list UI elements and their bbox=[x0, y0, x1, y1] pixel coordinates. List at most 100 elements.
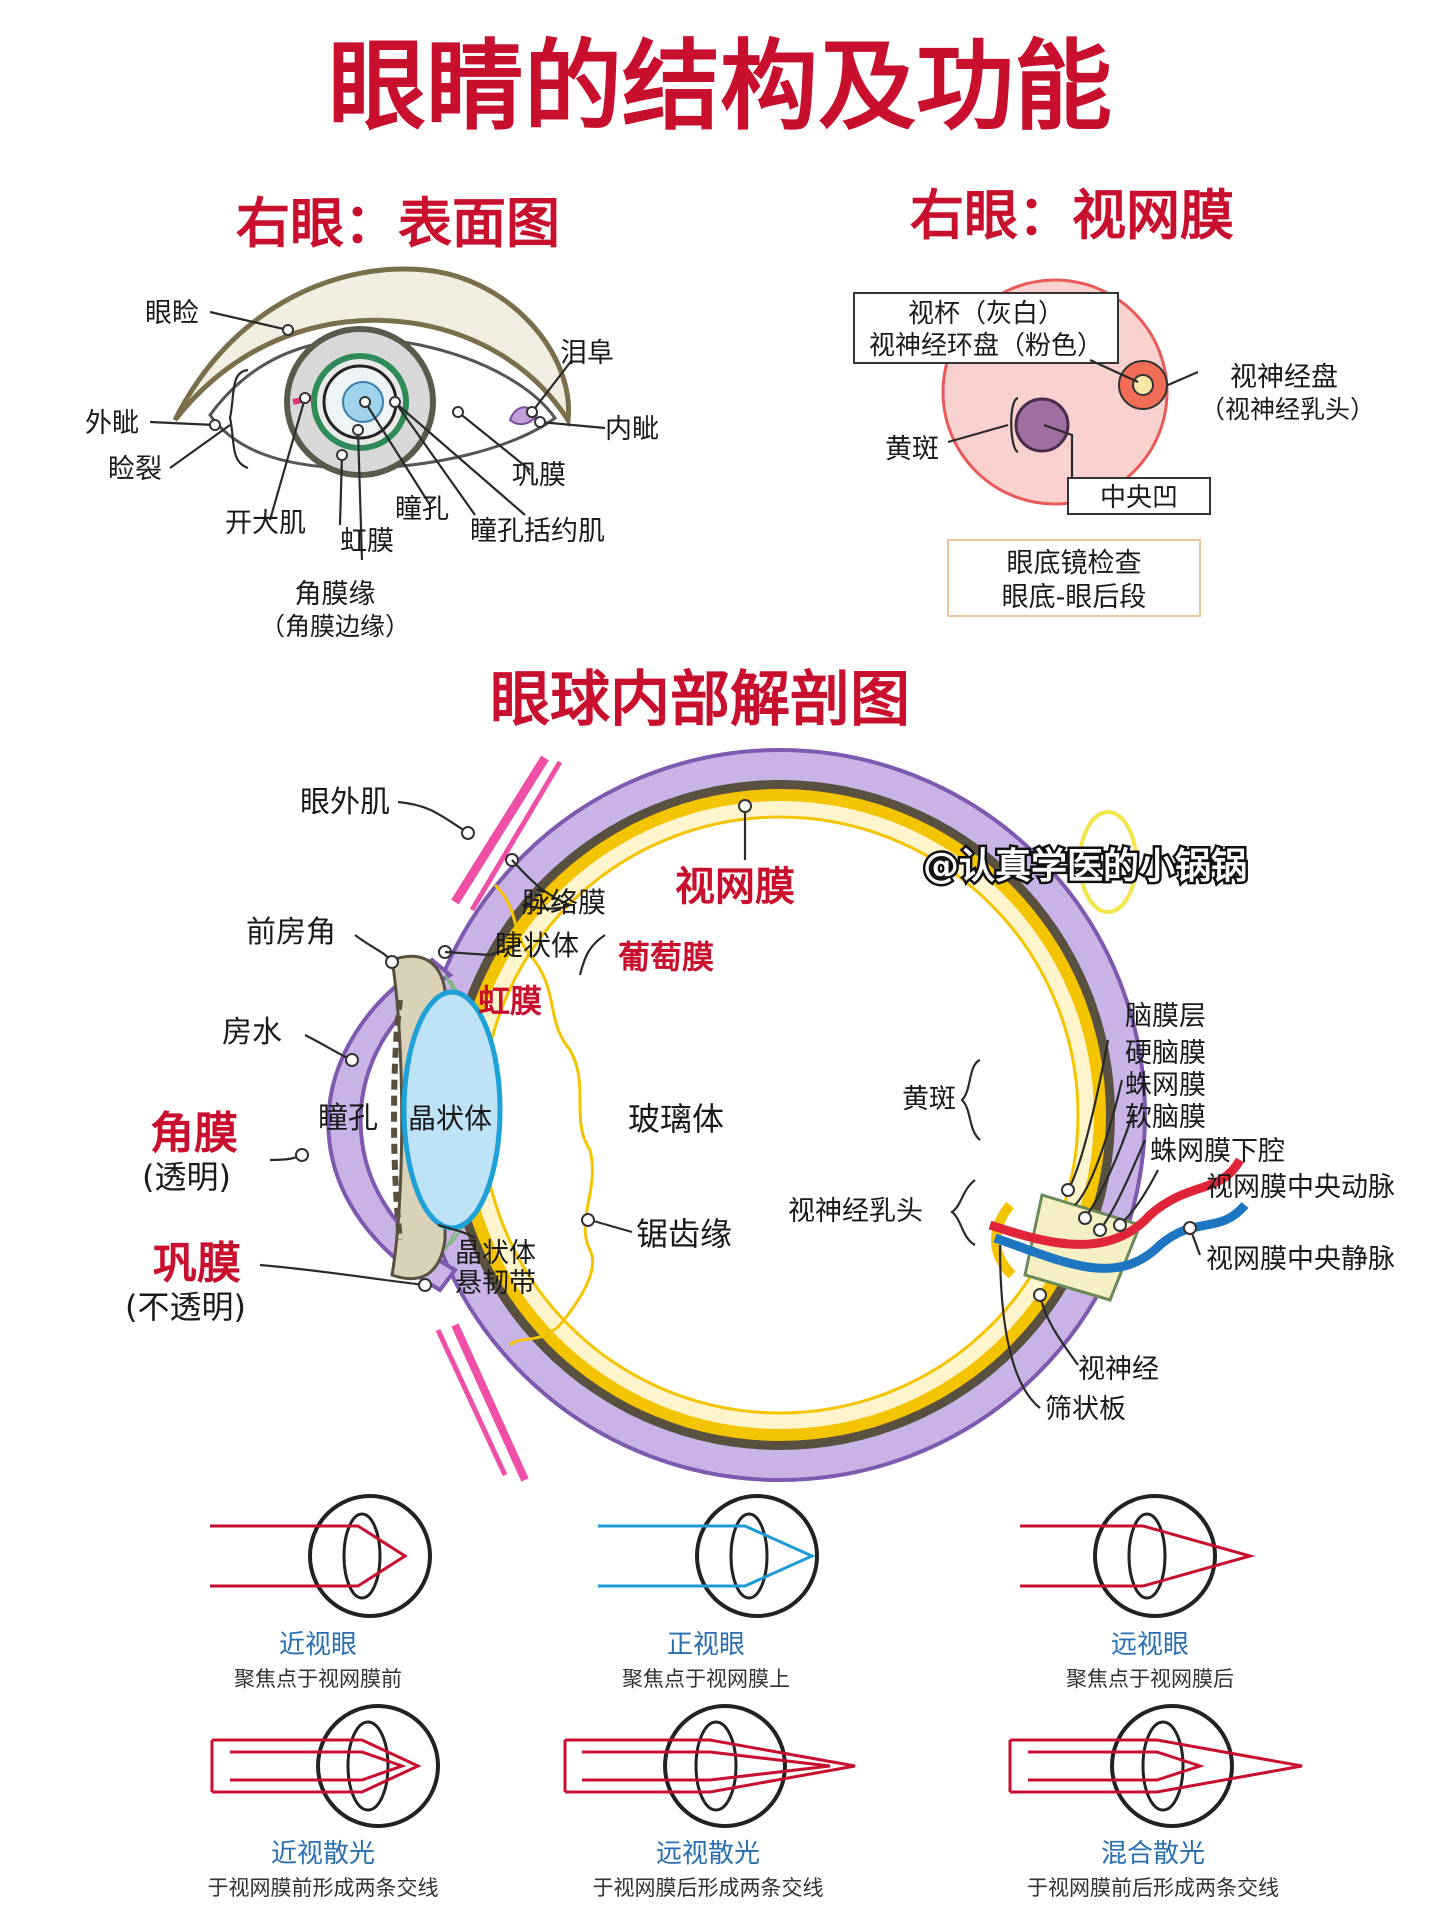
watermark: @认真学医的小锅锅 bbox=[923, 845, 1247, 887]
label-uvea: 葡萄膜 bbox=[618, 938, 714, 976]
label-papilla: 视神经乳头 bbox=[788, 1196, 923, 1227]
label-limbus: 角膜缘 bbox=[295, 579, 376, 610]
label-zonule-1: 晶状体 bbox=[455, 1238, 536, 1269]
label-lens: 晶状体 bbox=[408, 1102, 492, 1135]
label-macula-fundus: 黄斑 bbox=[885, 434, 939, 465]
panel-hyperopia: 远视眼 聚焦点于视网膜后 bbox=[1020, 1494, 1256, 1691]
desc-emmetropia: 聚焦点于视网膜上 bbox=[622, 1667, 790, 1691]
label-aqueous: 房水 bbox=[222, 1015, 282, 1050]
label-extraocular: 眼外肌 bbox=[300, 785, 390, 820]
panel-emmetropia: 正视眼 聚焦点于视网膜上 bbox=[598, 1494, 819, 1691]
anatomy-view: 眼球内部解剖图 bbox=[125, 665, 1395, 1482]
anatomy-heading: 眼球内部解剖图 bbox=[490, 665, 910, 735]
central-artery bbox=[988, 1157, 1244, 1249]
label-optic-nerve: 视神经 bbox=[1078, 1354, 1159, 1385]
macula-brace bbox=[960, 1058, 981, 1141]
leader-macula bbox=[947, 423, 1009, 444]
label-fovea: 中央凹 bbox=[1100, 483, 1178, 513]
surface-view: 右眼：表面图 眼睑 泪阜 外眦 bbox=[85, 192, 659, 641]
macula-bracket bbox=[1010, 396, 1019, 454]
desc-hyperopia: 聚焦点于视网膜后 bbox=[1066, 1667, 1234, 1691]
muscle-bottom-2 bbox=[451, 1323, 529, 1482]
fovea-box bbox=[1067, 477, 1211, 515]
label-arachnoid: 蛛网膜 bbox=[1125, 1070, 1206, 1101]
label-eyelid: 眼睑 bbox=[145, 298, 199, 329]
panel-myopic-astigmatism: 近视散光 于视网膜前形成两条交线 bbox=[208, 1704, 440, 1900]
label-exam-2: 眼底-眼后段 bbox=[1002, 582, 1147, 613]
label-retina: 视网膜 bbox=[675, 864, 795, 910]
label-anterior-angle: 前房角 bbox=[246, 915, 336, 950]
label-optic-disc: 视神经盘 bbox=[1230, 362, 1338, 393]
label-subarachnoid: 蛛网膜下腔 bbox=[1150, 1136, 1285, 1167]
label-sclera-surface: 巩膜 bbox=[512, 460, 566, 491]
panel-mixed-astigmatism: 混合散光 于视网膜前后形成两条交线 bbox=[1008, 1704, 1303, 1900]
label-lamina: 筛状板 bbox=[1045, 1394, 1126, 1425]
page-title: 眼睛的结构及功能 bbox=[328, 30, 1112, 144]
leader-cup bbox=[1089, 359, 1139, 383]
panel-myopia: 近视眼 聚焦点于视网膜前 bbox=[210, 1494, 432, 1691]
label-lateral-canthus: 外眦 bbox=[85, 408, 139, 439]
label-iris-surface: 虹膜 bbox=[340, 526, 394, 557]
label-vitreous: 玻璃体 bbox=[628, 1100, 724, 1138]
optic-disc-cup bbox=[1132, 374, 1154, 396]
panel-hyperopic-astigmatism: 远视散光 于视网膜后形成两条交线 bbox=[563, 1704, 856, 1900]
label-vein: 视网膜中央静脉 bbox=[1206, 1244, 1395, 1275]
label-meninges: 脑膜层 bbox=[1125, 1001, 1206, 1032]
label-pupil-surface: 瞳孔 bbox=[395, 494, 449, 525]
label-pupil: 瞳孔 bbox=[318, 1101, 378, 1136]
label-optic-cup: 视杯（灰白） bbox=[908, 299, 1064, 329]
desc-myopia: 聚焦点于视网膜前 bbox=[234, 1667, 402, 1691]
anatomy-leaders bbox=[259, 799, 1202, 1409]
desc-myopic-astigmatism: 于视网膜前形成两条交线 bbox=[208, 1876, 439, 1900]
label-cornea: 角膜 bbox=[150, 1108, 238, 1159]
label-fissure: 睑裂 bbox=[108, 454, 162, 485]
caption-myopic-astigmatism: 近视散光 bbox=[271, 1839, 375, 1869]
label-artery: 视网膜中央动脉 bbox=[1206, 1172, 1395, 1203]
leader-disc bbox=[1167, 370, 1199, 387]
label-choroid: 脉络膜 bbox=[522, 886, 606, 919]
fissure-brace bbox=[228, 368, 249, 470]
optic-cup-box bbox=[853, 292, 1119, 364]
ora-serrata bbox=[493, 883, 595, 1347]
eyelid-shape bbox=[172, 266, 571, 428]
caption-myopia: 近视眼 bbox=[279, 1630, 357, 1660]
macula-disc bbox=[1014, 397, 1070, 453]
caption-hyperopia: 远视眼 bbox=[1111, 1630, 1189, 1660]
label-dilator: 开大肌 bbox=[225, 508, 306, 539]
label-exam-1: 眼底镜检查 bbox=[1007, 548, 1142, 579]
label-dura: 硬脑膜 bbox=[1125, 1038, 1206, 1069]
surface-leaders bbox=[149, 310, 606, 561]
label-macula: 黄斑 bbox=[902, 1084, 956, 1115]
iris-edge bbox=[391, 999, 403, 1241]
label-sclera-note: (不透明) bbox=[125, 1288, 246, 1326]
papilla-brace bbox=[950, 1179, 976, 1246]
retina-heading: 右眼：视网膜 bbox=[910, 184, 1234, 247]
label-caruncle: 泪阜 bbox=[560, 338, 614, 369]
desc-mixed-astigmatism: 于视网膜前后形成两条交线 bbox=[1027, 1876, 1279, 1900]
surface-heading: 右眼：表面图 bbox=[236, 192, 560, 255]
label-sphincter: 瞳孔括约肌 bbox=[470, 516, 605, 547]
label-optic-rim: 视神经环盘（粉色） bbox=[869, 331, 1103, 361]
watermark-glow bbox=[1078, 810, 1138, 914]
exam-box bbox=[947, 539, 1201, 617]
label-ora: 锯齿缘 bbox=[636, 1215, 732, 1253]
label-ciliary: 睫状体 bbox=[495, 929, 579, 962]
muscle-bottom bbox=[435, 1328, 508, 1477]
label-pia: 软脑膜 bbox=[1125, 1102, 1206, 1133]
muscle-top-2 bbox=[469, 760, 563, 912]
central-vein bbox=[993, 1201, 1249, 1273]
desc-hyperopic-astigmatism: 于视网膜后形成两条交线 bbox=[593, 1876, 824, 1900]
caption-emmetropia: 正视眼 bbox=[667, 1630, 745, 1660]
label-iris: 虹膜 bbox=[478, 982, 542, 1020]
muscle-top bbox=[451, 755, 549, 905]
label-limbus-note: （角膜边缘） bbox=[260, 612, 410, 641]
caption-mixed-astigmatism: 混合散光 bbox=[1101, 1839, 1205, 1869]
caption-hyperopic-astigmatism: 远视散光 bbox=[656, 1839, 760, 1869]
label-medial-canthus: 内眦 bbox=[605, 414, 659, 445]
leader-fovea bbox=[1043, 423, 1074, 482]
label-zonule-2: 悬韧带 bbox=[455, 1268, 536, 1299]
retina-view: 右眼：视网膜 视杯（灰白） 视神经环盘（粉色） 视神经盘 （视神经乳头） 黄斑 … bbox=[853, 184, 1375, 617]
refraction-section: 近视眼 聚焦点于视网膜前 正视眼 聚焦点于视网膜上 远视眼 聚焦点于视网膜后 近… bbox=[208, 1494, 1303, 1900]
label-sclera: 巩膜 bbox=[153, 1238, 241, 1289]
